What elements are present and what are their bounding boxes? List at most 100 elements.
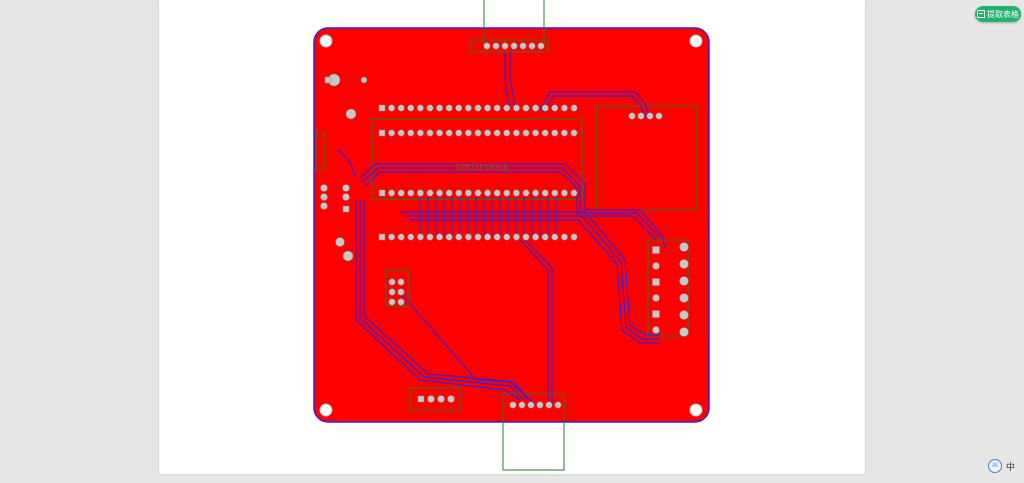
block-pad xyxy=(397,278,405,286)
mcu-pad xyxy=(436,189,444,197)
mcu-pad xyxy=(464,233,472,241)
mcu-pad xyxy=(416,233,424,241)
mcu-pad xyxy=(560,104,568,112)
mcu-pad xyxy=(484,189,492,197)
mcu-pad xyxy=(503,104,511,112)
bottom-connector-pad xyxy=(509,401,517,409)
mcu-pad xyxy=(474,189,482,197)
mcu-pad xyxy=(512,129,520,137)
right-connector-pad xyxy=(679,242,689,252)
mcu-pad xyxy=(570,233,578,241)
mcu-pad xyxy=(397,189,405,197)
mcu-pad xyxy=(426,129,434,137)
right-header-pad xyxy=(652,278,660,286)
mcu-pad xyxy=(551,233,559,241)
left-pad xyxy=(342,184,350,192)
mcu-pad xyxy=(560,189,568,197)
mcu-pad xyxy=(560,233,568,241)
chip-silk-label: STM32F103C8 xyxy=(455,163,508,172)
top-connector-pad xyxy=(492,42,500,50)
header-pad xyxy=(646,112,654,120)
bottom-left-pad xyxy=(427,395,435,403)
mcu-pad xyxy=(416,189,424,197)
header-pad xyxy=(637,112,645,120)
mcu-pad xyxy=(378,189,386,197)
mcu-pad xyxy=(388,104,396,112)
right-header-pad xyxy=(652,262,660,270)
right-connector-pad xyxy=(679,327,689,337)
mcu-pad xyxy=(512,233,520,241)
extract-table-label: 提取表格 xyxy=(987,9,1019,19)
block-pad xyxy=(397,288,405,296)
top-connector-pad xyxy=(510,42,518,50)
mcu-pad xyxy=(522,189,530,197)
header-pad xyxy=(628,112,636,120)
mcu-pad xyxy=(378,233,386,241)
top-connector-pad xyxy=(537,42,545,50)
mcu-pad xyxy=(484,129,492,137)
left-pad xyxy=(320,184,328,192)
mcu-pad xyxy=(407,189,415,197)
mcu-pad xyxy=(484,233,492,241)
mcu-pad xyxy=(541,104,549,112)
mcu-pad xyxy=(436,104,444,112)
ime-indicator[interactable]: AI 中 xyxy=(988,459,1015,473)
pcb-board xyxy=(313,27,710,423)
right-connector-pad xyxy=(679,293,689,303)
mcu-pad xyxy=(532,233,540,241)
extract-table-button[interactable]: 提取表格 xyxy=(975,6,1021,22)
mcu-pad xyxy=(388,129,396,137)
mcu-pad xyxy=(493,233,501,241)
mcu-pad xyxy=(464,189,472,197)
mcu-pad xyxy=(541,233,549,241)
bottom-connector-outline xyxy=(502,393,565,471)
right-header-pad xyxy=(652,246,660,254)
mcu-pad xyxy=(455,129,463,137)
block-pad xyxy=(388,288,396,296)
mcu-pad xyxy=(532,189,540,197)
mcu-pad xyxy=(397,129,405,137)
top-connector-outline xyxy=(483,0,545,45)
right-connector-pad xyxy=(679,310,689,320)
mcu-pad xyxy=(493,104,501,112)
mcu-pad xyxy=(436,233,444,241)
mcu-pad xyxy=(493,189,501,197)
table-icon xyxy=(977,10,985,18)
mcu-pad xyxy=(416,129,424,137)
mcu-pad xyxy=(551,189,559,197)
cap-pad xyxy=(335,237,345,247)
top-connector-pad xyxy=(501,42,509,50)
mcu-pad xyxy=(445,233,453,241)
silkscreen xyxy=(315,39,698,411)
block-pad xyxy=(388,298,396,306)
bottom-left-pad xyxy=(447,395,455,403)
small-pad xyxy=(360,76,368,84)
mcu-pad xyxy=(570,129,578,137)
mcu-pad xyxy=(522,129,530,137)
traces xyxy=(337,52,666,405)
mcu-pad xyxy=(455,104,463,112)
mcu-pad xyxy=(551,129,559,137)
bottom-left-pad xyxy=(417,395,425,403)
mcu-pad xyxy=(503,189,511,197)
header-pad xyxy=(655,112,663,120)
top-connector-pad xyxy=(483,42,491,50)
mcu-pad xyxy=(541,189,549,197)
mcu-pad xyxy=(522,233,530,241)
mcu-pad xyxy=(416,104,424,112)
mcu-pad xyxy=(445,129,453,137)
mcu-pad xyxy=(512,104,520,112)
mcu-pad xyxy=(474,104,482,112)
block-pad xyxy=(388,278,396,286)
mcu-pad xyxy=(407,104,415,112)
right-connector-pad xyxy=(679,276,689,286)
top-connector-pad xyxy=(528,42,536,50)
mounting-holes xyxy=(319,34,703,417)
mcu-pad xyxy=(532,129,540,137)
mcu-pad xyxy=(397,104,405,112)
left-pad xyxy=(342,205,350,213)
right-header-pad xyxy=(652,326,660,334)
block-pad xyxy=(397,298,405,306)
mcu-pad xyxy=(560,129,568,137)
